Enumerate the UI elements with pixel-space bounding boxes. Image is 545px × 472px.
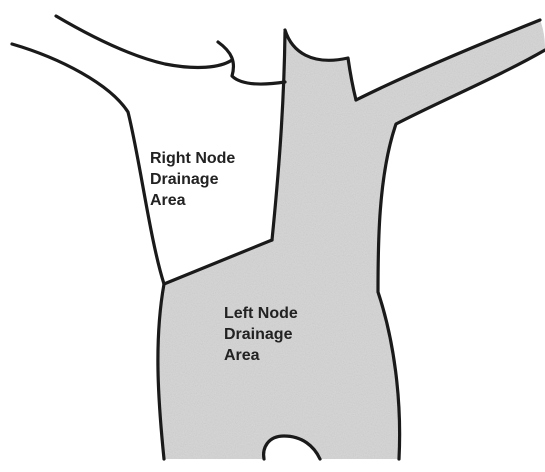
left-node-drainage-label: Left Node Drainage Area — [224, 303, 298, 366]
left-node-label-line-2: Drainage — [224, 324, 298, 345]
left-node-label-line-1: Left Node — [224, 303, 298, 324]
right-node-label-line-2: Drainage — [150, 169, 235, 190]
right-node-label-line-1: Right Node — [150, 148, 235, 169]
left-node-label-line-3: Area — [224, 345, 298, 366]
right-node-label-line-3: Area — [150, 190, 235, 211]
right-node-drainage-label: Right Node Drainage Area — [150, 148, 235, 211]
left-arm-inner-line — [56, 16, 232, 67]
